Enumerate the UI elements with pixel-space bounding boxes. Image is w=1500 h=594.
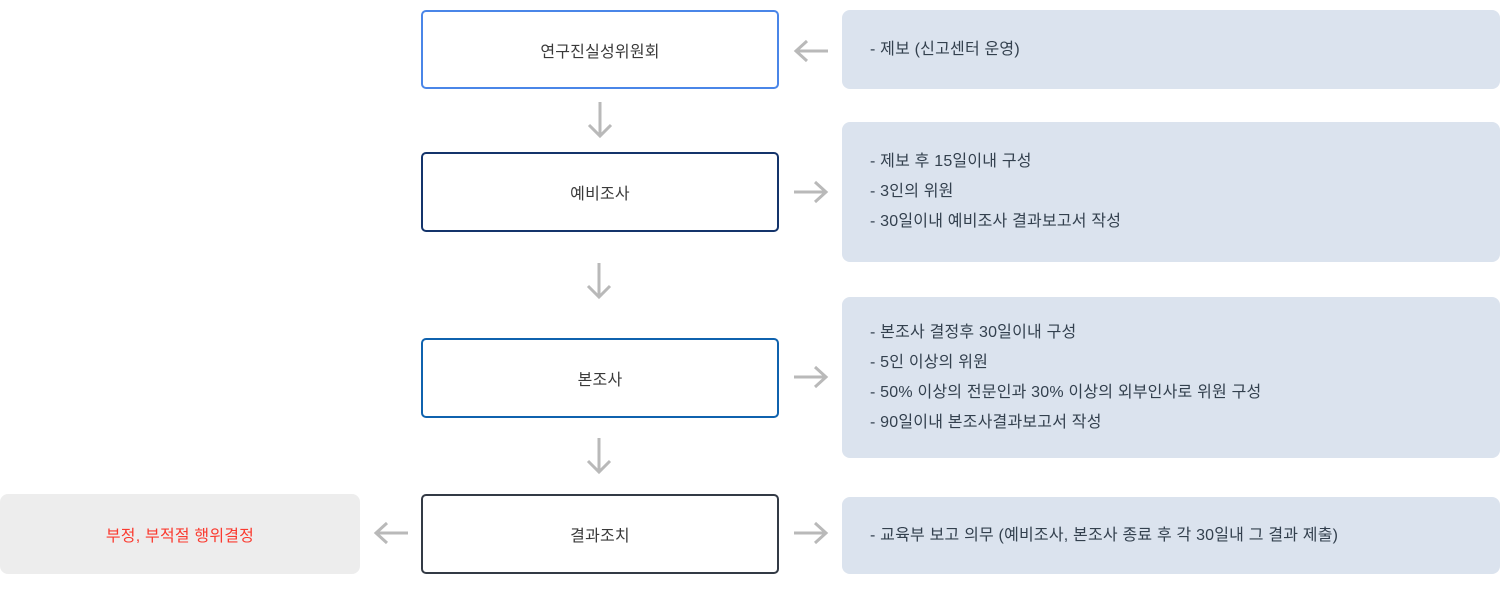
left-arrow-icon: [372, 520, 410, 546]
info-line: - 5인 이상의 위원: [870, 353, 989, 371]
down-arrow-icon: [584, 262, 614, 302]
info-box-preliminary-details: - 제보 후 15일이내 구성 - 3인의 위원 - 30일이내 예비조사 결과…: [842, 122, 1500, 262]
info-line: - 본조사 결정후 30일이내 구성: [870, 323, 1077, 341]
info-box-report-duty: - 교육부 보고 의무 (예비조사, 본조사 종료 후 각 30일내 그 결과 …: [842, 497, 1500, 574]
step-label-committee: 연구진실성위원회: [540, 43, 660, 61]
info-line: - 90일이내 본조사결과보고서 작성: [870, 413, 1102, 431]
info-line: - 제보 (신고센터 운영): [870, 40, 1020, 58]
info-line: - 3인의 위원: [870, 183, 954, 200]
right-arrow-icon: [792, 364, 830, 390]
result-box-misconduct-decision: 부정, 부적절 행위결정: [0, 494, 360, 574]
left-arrow-icon: [792, 38, 830, 64]
down-arrow-icon: [585, 101, 615, 141]
info-line: - 교육부 보고 의무 (예비조사, 본조사 종료 후 각 30일내 그 결과 …: [870, 526, 1339, 544]
step-box-preliminary-investigation: 예비조사: [421, 152, 779, 232]
step-box-main-investigation: 본조사: [421, 338, 779, 418]
step-box-result-action: 결과조치: [421, 494, 779, 574]
step-label-preliminary-investigation: 예비조사: [570, 186, 630, 203]
right-arrow-icon: [792, 520, 830, 546]
info-box-main-details: - 본조사 결정후 30일이내 구성 - 5인 이상의 위원 - 50% 이상의…: [842, 297, 1500, 458]
info-box-report: - 제보 (신고센터 운영): [842, 10, 1500, 89]
info-line: - 제보 후 15일이내 구성: [870, 153, 1032, 170]
info-line: - 50% 이상의 전문인과 30% 이상의 외부인사로 위원 구성: [870, 383, 1262, 401]
down-arrow-icon: [584, 437, 614, 477]
right-arrow-icon: [792, 179, 830, 205]
step-label-result-action: 결과조치: [570, 528, 630, 545]
step-box-committee: 연구진실성위원회: [421, 10, 779, 89]
result-label: 부정, 부적절 행위결정: [105, 528, 255, 545]
info-line: - 30일이내 예비조사 결과보고서 작성: [870, 213, 1122, 230]
step-label-main-investigation: 본조사: [577, 372, 623, 389]
